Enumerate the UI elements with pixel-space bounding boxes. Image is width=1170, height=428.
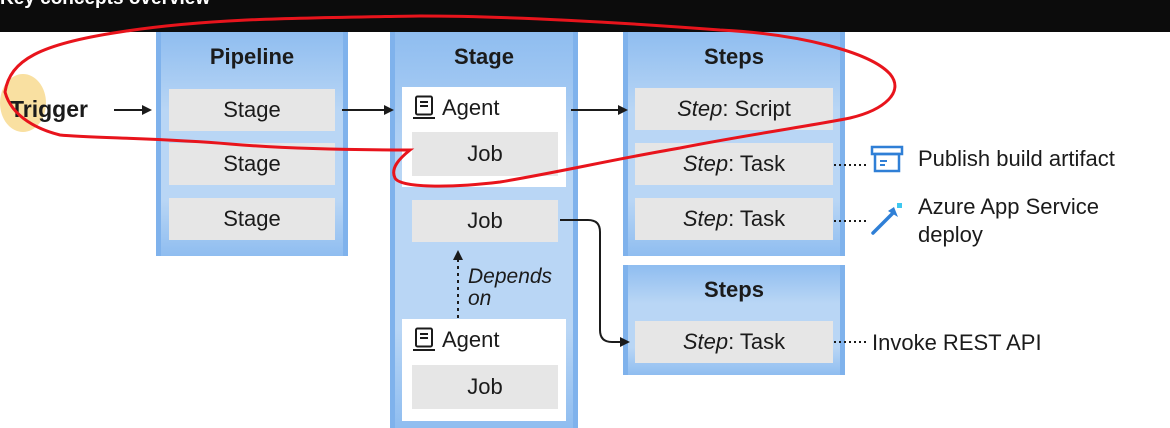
agent-icon — [413, 95, 435, 119]
arrow-job-to-rest — [560, 219, 630, 347]
stage-job-2: Job — [412, 200, 558, 242]
steps-panel-2: Steps Step: Task — [623, 265, 845, 375]
step-prefix: Step — [682, 151, 729, 176]
azure-label-line1: Azure App Service — [918, 194, 1099, 219]
step-script: Step: Script — [635, 88, 833, 130]
azure-deploy-icon — [871, 203, 902, 235]
title-bar: Key concepts overview — [0, 0, 1170, 32]
pipeline-title: Pipeline — [209, 44, 295, 69]
agent-label-2: Agent — [442, 327, 500, 352]
agent1-job: Job — [412, 132, 558, 176]
agent-icon — [413, 327, 435, 351]
azure-deploy-label: Azure App Service deploy — [918, 193, 1099, 249]
pipeline-stage-3: Stage — [169, 198, 335, 240]
page-title: Key concepts overview — [0, 0, 210, 10]
azure-label-line2: deploy — [918, 222, 983, 247]
depends-label-line2: on — [468, 287, 492, 310]
step-suffix: : Task — [728, 206, 786, 231]
invoke-rest-label: Invoke REST API — [872, 330, 1042, 355]
agent-row-1: Agent — [412, 95, 500, 121]
depends-on-label: Depends on — [468, 266, 552, 310]
steps-panel-1: Steps Step: Script Step: Task Step: Task — [623, 32, 845, 256]
agent-block-2: Agent Job — [402, 319, 566, 421]
agent-row-2: Agent — [412, 327, 500, 353]
step-task-rest: Step: Task — [635, 321, 833, 363]
pipeline-panel: Pipeline Stage Stage Stage — [156, 32, 348, 256]
artifact-icon — [870, 145, 904, 173]
publish-artifact-label: Publish build artifact — [918, 146, 1115, 171]
pipeline-stage-2: Stage — [169, 143, 335, 185]
pipeline-stage-1: Stage — [169, 89, 335, 131]
agent-label-1: Agent — [442, 95, 500, 120]
agent2-job: Job — [412, 365, 558, 409]
steps1-title: Steps — [704, 44, 764, 69]
step-suffix: : Task — [728, 329, 786, 354]
steps2-title: Steps — [704, 277, 764, 302]
step-prefix: Step — [682, 206, 729, 231]
step-prefix: Step — [677, 96, 723, 121]
red-freehand-circle — [3, 14, 897, 188]
step-suffix: : Task — [728, 151, 786, 176]
step-suffix: : Script — [722, 96, 791, 121]
step-task-azure: Step: Task — [635, 198, 833, 240]
step-prefix: Step — [682, 329, 729, 354]
stage-panel: Stage Agent Job Job Depends on Agent — [390, 32, 578, 428]
agent-block-1: Agent Job — [402, 87, 566, 187]
stage-title: Stage — [454, 44, 514, 69]
depends-label-line1: Depends — [468, 265, 553, 288]
